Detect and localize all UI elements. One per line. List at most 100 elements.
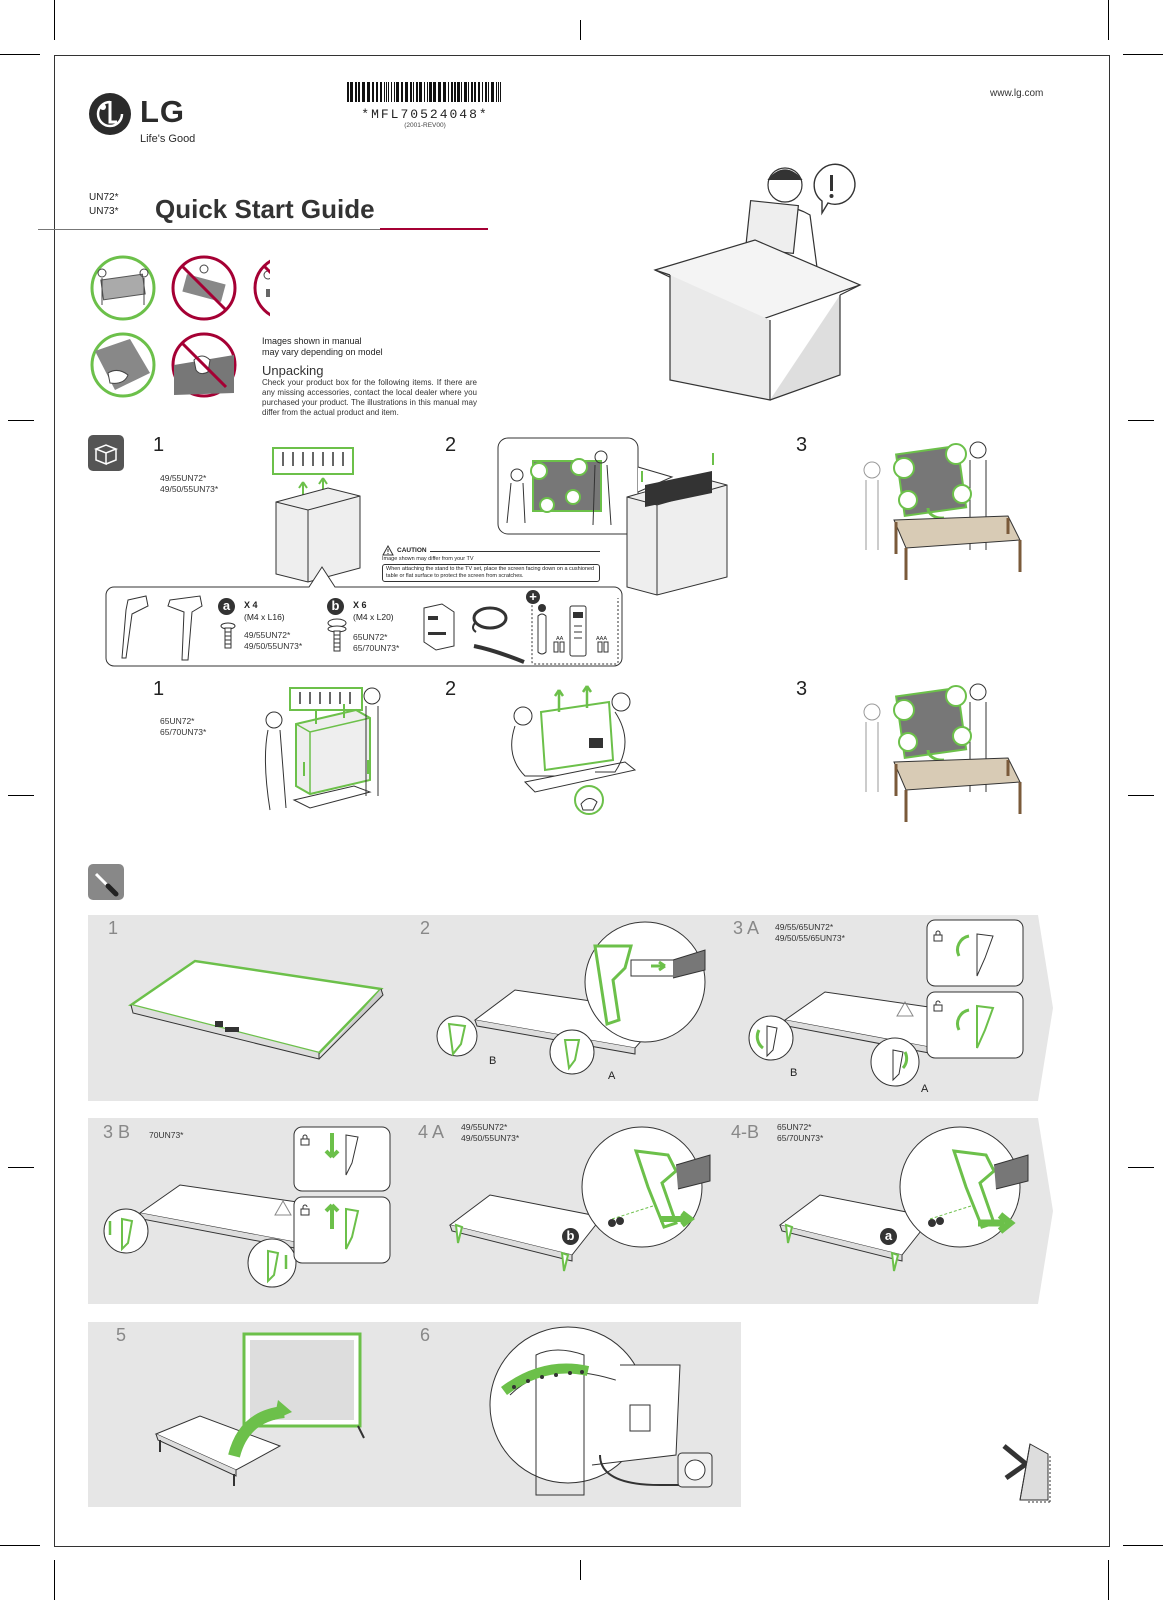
barcode-bar bbox=[474, 82, 476, 102]
barcode-bar bbox=[438, 82, 441, 102]
lg-face-icon bbox=[89, 93, 131, 135]
leg-b-label: B bbox=[489, 1055, 497, 1067]
leg-b-label: B bbox=[790, 1067, 798, 1079]
barcode-bar bbox=[482, 82, 483, 102]
crop-mark bbox=[1108, 1560, 1109, 1600]
barcode-bar bbox=[386, 82, 387, 102]
barcode-bar bbox=[461, 82, 462, 102]
unpack-step-2b-number: 2 bbox=[445, 678, 457, 700]
crop-mark bbox=[0, 54, 40, 55]
unpack-step-2b-illustration bbox=[511, 685, 637, 815]
model-line: 49/55UN72* bbox=[160, 473, 207, 483]
unpack-step-3b-number: 3 bbox=[796, 678, 808, 700]
crop-mark bbox=[54, 1560, 55, 1600]
screw-a-size: (M4 x L16) bbox=[244, 612, 285, 622]
assembly-step-4a-models: 49/55UN72* 49/50/55UN73* bbox=[461, 1122, 519, 1144]
barcode-bar bbox=[401, 82, 403, 102]
caution-title: CAUTION bbox=[397, 547, 427, 554]
caution-box: CAUTION Image shown may differ from your… bbox=[382, 545, 600, 582]
lock-icon bbox=[300, 1134, 310, 1146]
battery-aa-label: AA bbox=[556, 636, 564, 642]
leg-a-label: A bbox=[608, 1070, 616, 1082]
crop-mark bbox=[8, 1167, 34, 1168]
barcode-bar bbox=[419, 82, 422, 102]
assembly-step-3b-number: 3 B bbox=[103, 1122, 131, 1142]
barcode-bar bbox=[405, 82, 408, 102]
barcode-bar bbox=[427, 82, 428, 102]
caution-line-1: Image shown may differ from your TV bbox=[382, 556, 474, 562]
barcode-bar bbox=[416, 82, 418, 102]
assembly-step-6-number: 6 bbox=[420, 1325, 431, 1345]
screwdriver-section-icon bbox=[88, 864, 124, 900]
screw-a-group: a X 4 (M4 x L16) 49/55UN72* 49/50/55UN73… bbox=[218, 598, 318, 662]
crop-mark bbox=[1128, 1167, 1154, 1168]
crop-mark bbox=[1123, 54, 1163, 55]
crop-mark bbox=[8, 795, 34, 796]
barcode-bar bbox=[367, 82, 370, 102]
model-line: 65UN72* bbox=[777, 1122, 812, 1132]
barcode-bar bbox=[347, 82, 349, 102]
revision-code: (2001-REV00) bbox=[404, 122, 446, 129]
unboxing-warning-illustration bbox=[653, 163, 862, 401]
unpack-step-2-illustration bbox=[497, 437, 728, 596]
battery-icon bbox=[553, 641, 609, 653]
crop-mark bbox=[0, 1545, 40, 1546]
unpacking-text: Check your product box for the following… bbox=[262, 378, 477, 417]
crop-mark bbox=[580, 20, 581, 40]
model-line: 49/50/55UN73* bbox=[160, 484, 219, 494]
barcode-bar bbox=[468, 82, 469, 102]
magic-remote-icon bbox=[537, 604, 547, 655]
unlock-icon bbox=[300, 1204, 310, 1216]
model-line: 65/70UN73* bbox=[353, 643, 400, 653]
screw-b-qty: X 6 bbox=[353, 600, 367, 610]
manual-and-cable-icons bbox=[423, 598, 619, 665]
barcode: *MFL70524048* (2001-REV00) bbox=[345, 82, 515, 132]
barcode-bar bbox=[362, 82, 365, 102]
box-section-icon bbox=[88, 435, 124, 471]
note-line-1: Images shown in manual bbox=[262, 336, 362, 346]
assembly-step-4a-illustration bbox=[448, 1126, 711, 1272]
barcode-bar bbox=[424, 82, 425, 102]
barcode-bar bbox=[394, 82, 395, 102]
stand-legs-icon bbox=[121, 595, 203, 661]
barcode-bar bbox=[391, 82, 392, 102]
assembly-step-4b-models: 65UN72* 65/70UN73* bbox=[777, 1122, 823, 1144]
crop-mark bbox=[54, 0, 55, 40]
barcode-bar bbox=[485, 82, 487, 102]
title-rule bbox=[38, 229, 388, 230]
crop-mark bbox=[580, 1560, 581, 1580]
barcode-bars bbox=[347, 82, 501, 102]
barcode-bar bbox=[457, 82, 460, 102]
crop-mark bbox=[1128, 795, 1154, 796]
unpack-step-3-illustration bbox=[863, 441, 1022, 580]
barcode-bar bbox=[410, 82, 412, 102]
assembly-step-2-illustration bbox=[436, 921, 706, 1075]
barcode-bar bbox=[491, 82, 494, 102]
unpack-step-1b-illustration bbox=[264, 687, 381, 811]
no-press-screen-icon bbox=[171, 332, 237, 398]
screw-b-badge: b bbox=[327, 598, 344, 615]
leg-a-label: A bbox=[921, 1083, 929, 1095]
barcode-bar bbox=[388, 82, 389, 102]
images-note: Images shown in manual may vary dependin… bbox=[262, 336, 383, 358]
barcode-bar bbox=[429, 82, 432, 102]
assembly-step-2-number: 2 bbox=[420, 918, 431, 938]
unpacking-title: Unpacking bbox=[262, 363, 324, 378]
note-line-2: may vary depending on model bbox=[262, 347, 383, 357]
assembly-step-4a-number: 4 A bbox=[418, 1122, 445, 1142]
barcode-bar bbox=[355, 82, 357, 102]
model-list: UN72* UN73* bbox=[89, 191, 118, 219]
barcode-bar bbox=[454, 82, 456, 102]
handling-icons bbox=[90, 255, 270, 398]
screw-b-icon bbox=[327, 618, 347, 652]
assembly-step-3a-number: 3 A bbox=[733, 918, 760, 938]
power-cable-icon bbox=[472, 606, 508, 633]
unpack-step-3-number: 3 bbox=[796, 434, 808, 456]
model-un73: UN73* bbox=[89, 206, 119, 217]
model-line: 49/50/55UN73* bbox=[244, 641, 303, 651]
model-line: 70UN73* bbox=[149, 1130, 184, 1140]
barcode-bar bbox=[443, 82, 446, 102]
crop-mark bbox=[1108, 0, 1109, 40]
model-line: 65/70UN73* bbox=[777, 1133, 824, 1143]
model-line: 65UN72* bbox=[353, 632, 388, 642]
